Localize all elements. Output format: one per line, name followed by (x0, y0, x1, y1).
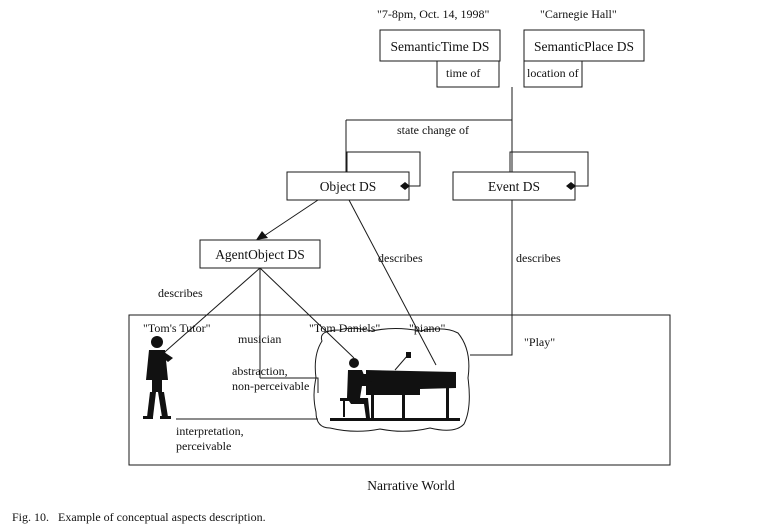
event-describes-line (470, 200, 513, 356)
semantic-place-label: SemanticPlace DS (534, 39, 634, 54)
interpretation-label-2: perceivable (176, 439, 231, 453)
narrative-world-frame (128, 314, 671, 466)
location-of-connector (523, 60, 583, 88)
interpretation-label-1: interpretation, (176, 424, 244, 438)
place-value-label: "Carnegie Hall" (540, 7, 617, 21)
time-of-label: time of (446, 66, 480, 80)
agent-to-tom-line (259, 267, 355, 359)
agent-describes-label: describes (158, 286, 203, 300)
object-describes-line (348, 199, 437, 366)
abstraction-label-2: non-perceivable (232, 379, 309, 393)
object-ds-label: Object DS (320, 179, 377, 194)
musician-label: musician (238, 332, 281, 346)
time-of-connector (436, 60, 500, 88)
object-aggregation-diamond (400, 182, 410, 190)
generalization-arrow (256, 231, 268, 240)
event-aggregation-diamond (566, 182, 576, 190)
event-ds-label: Event DS (488, 179, 540, 194)
semantic-time-label: SemanticTime DS (391, 39, 490, 54)
object-to-agent-line (263, 199, 319, 237)
event-describes-label: describes (516, 251, 561, 265)
figure-caption: Fig. 10. Example of conceptual aspects d… (12, 510, 266, 524)
tutor-illustration (143, 336, 173, 419)
play-label: "Play" (524, 335, 555, 349)
abstraction-label-1: abstraction, (232, 364, 288, 378)
piano-illustration (330, 352, 460, 421)
tom-daniels-label: "Tom Daniels" (309, 321, 380, 335)
agent-object-ds-label: AgentObject DS (215, 247, 305, 262)
state-change-of-label: state change of (397, 123, 469, 137)
event-ds-box[interactable] (452, 171, 576, 201)
semantic-place-box[interactable] (523, 29, 645, 62)
piano-label: "piano" (409, 321, 446, 335)
narrative-world-label: Narrative World (367, 478, 455, 493)
object-self-loop (346, 151, 421, 187)
agent-object-ds-box[interactable] (199, 239, 321, 269)
event-self-loop (509, 151, 589, 187)
pianist-illustration (340, 358, 372, 418)
toms-tutor-label: "Tom's Tutor" (143, 321, 211, 335)
perception-cloud (313, 327, 470, 432)
time-value-label: "7-8pm, Oct. 14, 1998" (377, 7, 490, 21)
agent-to-tutor-line (157, 267, 261, 359)
object-describes-label: describes (378, 251, 423, 265)
abstraction-line (260, 377, 319, 393)
location-of-label: location of (527, 66, 579, 80)
